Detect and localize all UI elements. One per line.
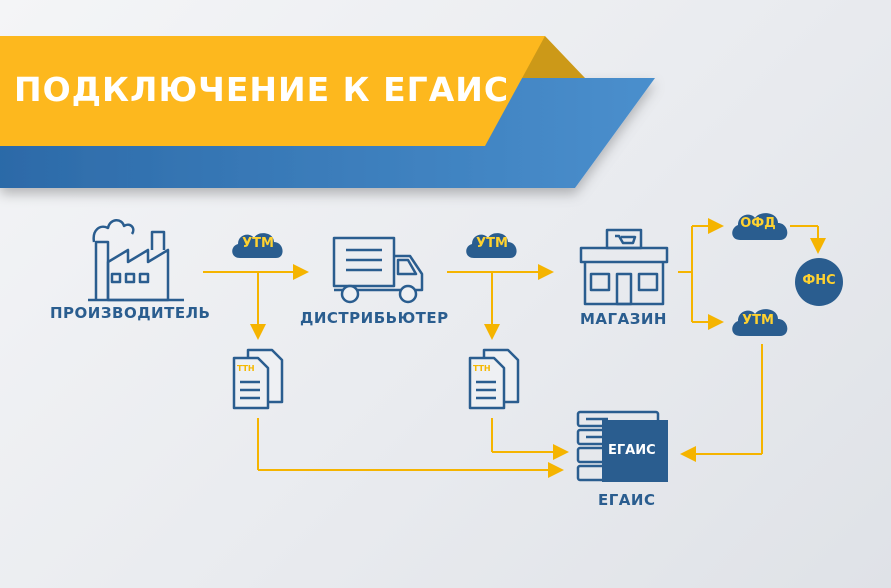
egais-server-icon <box>576 410 668 482</box>
ttn-1-tag: ТТН <box>237 364 255 373</box>
store-icon <box>579 228 669 306</box>
utm-cloud-3-label: УТМ <box>742 313 774 328</box>
egais-server-label: ЕГАИС <box>608 443 656 458</box>
document-icon-2 <box>468 348 520 410</box>
egais-label: ЕГАИС <box>598 491 656 509</box>
utm-cloud-1-label: УТМ <box>242 236 274 251</box>
page-title: ПОДКЛЮЧЕНИЕ К ЕГАИС <box>14 70 510 109</box>
ttn-2-tag: ТТН <box>473 364 491 373</box>
banner-yellow-band <box>0 36 545 146</box>
utm-cloud-1-icon <box>232 233 283 258</box>
store-label: МАГАЗИН <box>580 310 667 328</box>
distributor-label: ДИСТРИБЬЮТЕР <box>300 309 449 327</box>
utm-cloud-2-icon <box>466 233 517 258</box>
fns-label: ФНС <box>802 273 836 288</box>
utm-cloud-3-icon <box>732 309 788 336</box>
document-icon-1 <box>232 348 284 410</box>
fns-circle <box>795 258 843 306</box>
utm-cloud-2-label: УТМ <box>476 236 508 251</box>
producer-label: ПРОИЗВОДИТЕЛЬ <box>50 304 211 322</box>
ofd-cloud-icon <box>732 213 788 240</box>
factory-icon <box>88 219 184 302</box>
truck-icon <box>332 236 424 304</box>
ofd-cloud-label: ОФД <box>740 216 776 231</box>
